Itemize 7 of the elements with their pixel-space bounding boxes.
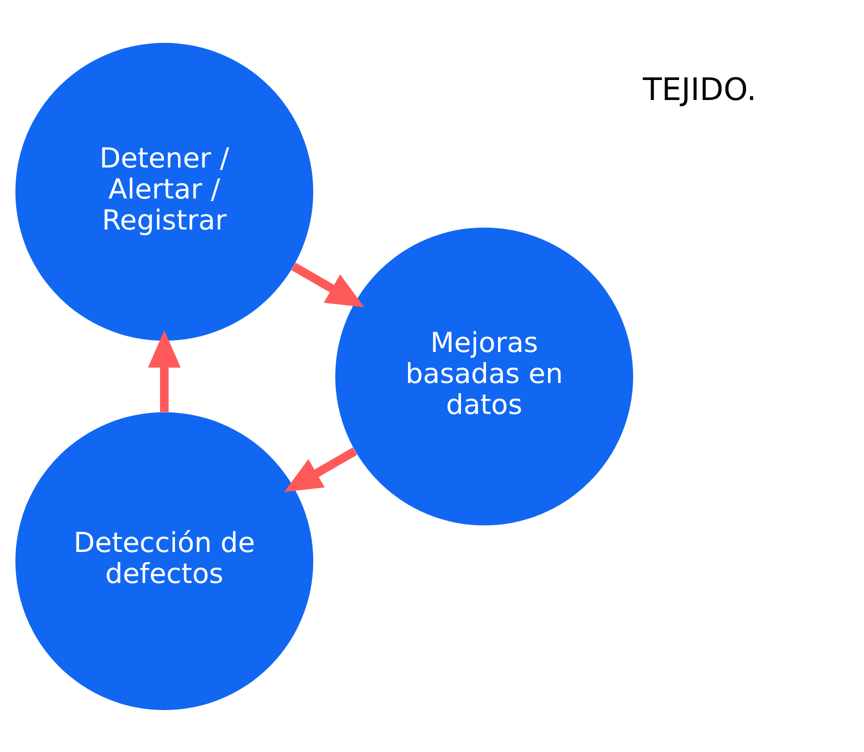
node-circle: Detección de defectos (15, 412, 314, 710)
arrow (291, 262, 364, 307)
node-circle: Detener / Alertar / Registrar (15, 42, 314, 340)
arrow (148, 330, 181, 412)
arrow (284, 446, 358, 492)
label: TEJIDO. (642, 71, 756, 108)
node-circle: Mejoras basadas en datos (335, 227, 634, 525)
